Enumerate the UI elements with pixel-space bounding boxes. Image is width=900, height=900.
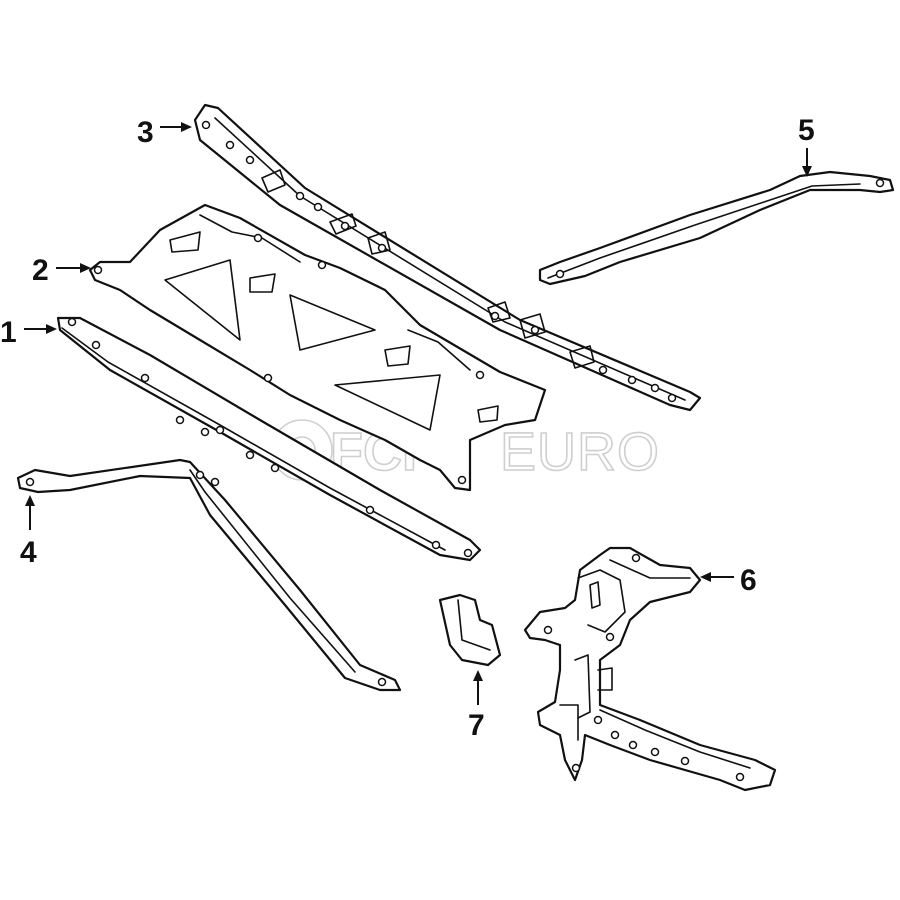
part-1-lower-cross-member [56,316,482,562]
callout-3-label: 3 [137,116,154,149]
part-5-side-brace [538,170,895,286]
callout-1-arrowhead [46,324,57,334]
callout-3: 3 [137,116,192,149]
part-6-support-frame [523,546,777,792]
callout-1-label: 1 [0,316,17,349]
callout-2-arrowhead [80,263,91,273]
callout-6-label: 6 [740,564,757,597]
callout-6: 6 [700,564,757,597]
part-4-diagonal-brace [16,458,402,692]
callout-7: 7 [468,670,485,742]
callout-7-label: 7 [468,709,485,742]
callout-1: 1 [0,316,57,349]
callout-5-label: 5 [798,114,815,147]
callout-2: 2 [32,254,91,287]
callout-6-arrowhead [700,572,711,582]
callout-7-arrowhead [473,670,483,681]
callout-4-label: 4 [20,536,37,569]
part-3-upper-tie-bar [193,103,702,412]
callout-4: 4 [20,495,37,569]
part-7-bracket [438,593,502,667]
part-2-center-panel [88,203,547,492]
callout-5-arrowhead [802,166,812,177]
callout-3-arrowhead [181,122,192,132]
watermark-brand-b: EURO [500,422,660,482]
callout-2-label: 2 [32,254,49,287]
callout-5: 5 [798,114,815,177]
callout-4-arrowhead [25,495,35,506]
